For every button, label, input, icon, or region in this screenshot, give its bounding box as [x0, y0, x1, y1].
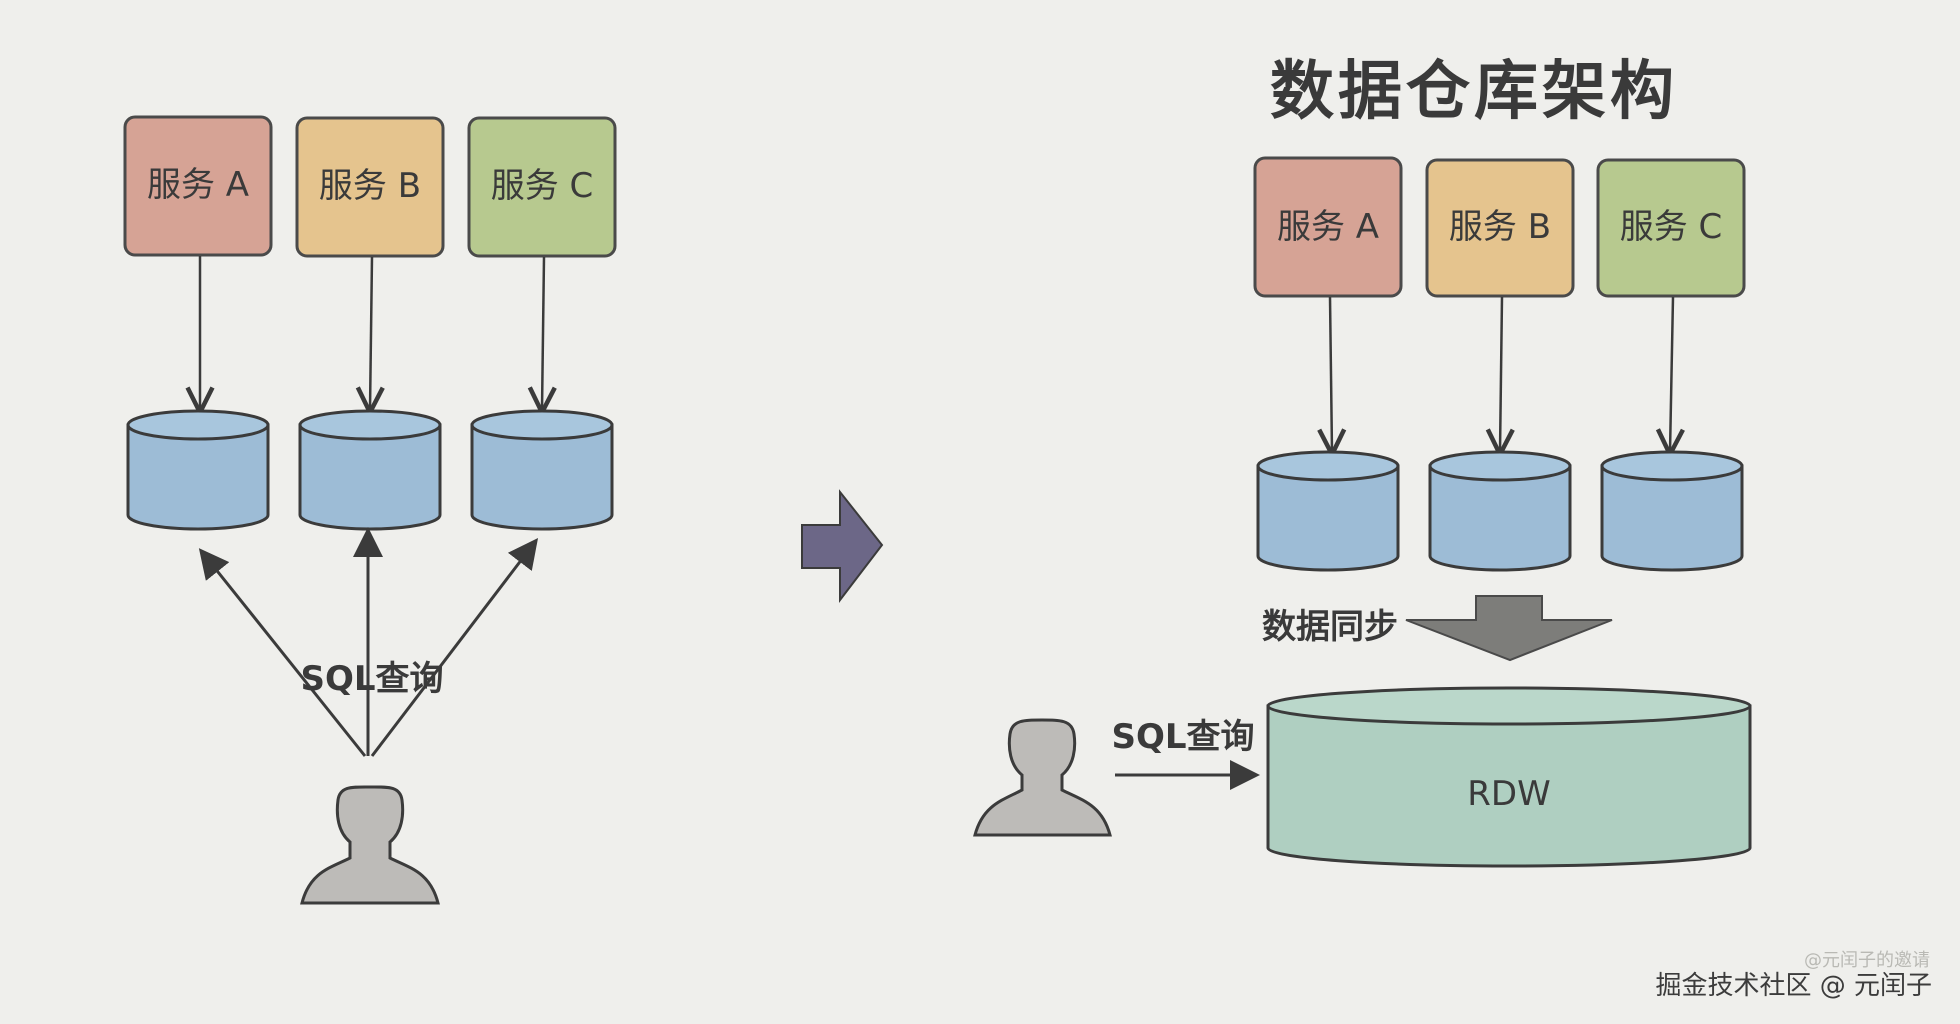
left-service-c: 服务 C: [467, 116, 617, 258]
right-service-a-label: 服务 A: [1277, 207, 1379, 247]
right-service-a: 服务 A: [1253, 156, 1403, 298]
rdw-warehouse: RDW: [1266, 686, 1752, 868]
right-arrow-c-to-db: [1670, 296, 1673, 452]
transition-arrow-icon: [801, 489, 884, 603]
right-sql-query-label: SQL查询: [1111, 717, 1254, 757]
right-database-b: [1428, 450, 1572, 572]
watermark: 掘金技术社区 @ 元闰子: [1655, 971, 1932, 1001]
left-sql-query-label: SQL查询: [300, 659, 443, 699]
left-service-c-label: 服务 C: [491, 166, 594, 206]
left-database-c: [470, 409, 614, 531]
left-arrow-c-to-db: [542, 256, 544, 410]
left-database-a: [126, 409, 270, 531]
left-architecture: 服务 A 服务 B 服务 C SQL查询: [123, 115, 617, 905]
left-database-b: [298, 409, 442, 531]
right-service-c-label: 服务 C: [1620, 207, 1723, 247]
left-service-b: 服务 B: [295, 116, 445, 258]
left-service-b-label: 服务 B: [319, 166, 421, 206]
left-service-a-label: 服务 A: [147, 165, 249, 205]
left-user-icon: [300, 785, 440, 905]
right-database-a: [1256, 450, 1400, 572]
page-title: 数据仓库架构: [1270, 55, 1678, 129]
data-sync-label: 数据同步: [1262, 607, 1398, 647]
rdw-label: RDW: [1467, 774, 1550, 814]
right-user-icon: [973, 718, 1112, 837]
right-arrow-b-to-db: [1500, 296, 1502, 452]
left-query-arrow-a: [198, 548, 367, 757]
left-service-a: 服务 A: [123, 115, 273, 257]
faint-watermark: @元闰子的邀请: [1804, 950, 1930, 971]
right-arrow-a-to-db: [1330, 296, 1332, 452]
right-service-c: 服务 C: [1596, 158, 1746, 298]
data-sync-arrow-icon: [1405, 595, 1613, 662]
right-service-b: 服务 B: [1425, 158, 1575, 298]
right-service-b-label: 服务 B: [1449, 207, 1551, 247]
right-database-c: [1600, 450, 1744, 572]
left-query-arrow-c: [370, 538, 539, 757]
left-arrow-b-to-db: [370, 256, 372, 410]
right-architecture: 服务 A 服务 B 服务 C 数据同步: [973, 156, 1752, 868]
